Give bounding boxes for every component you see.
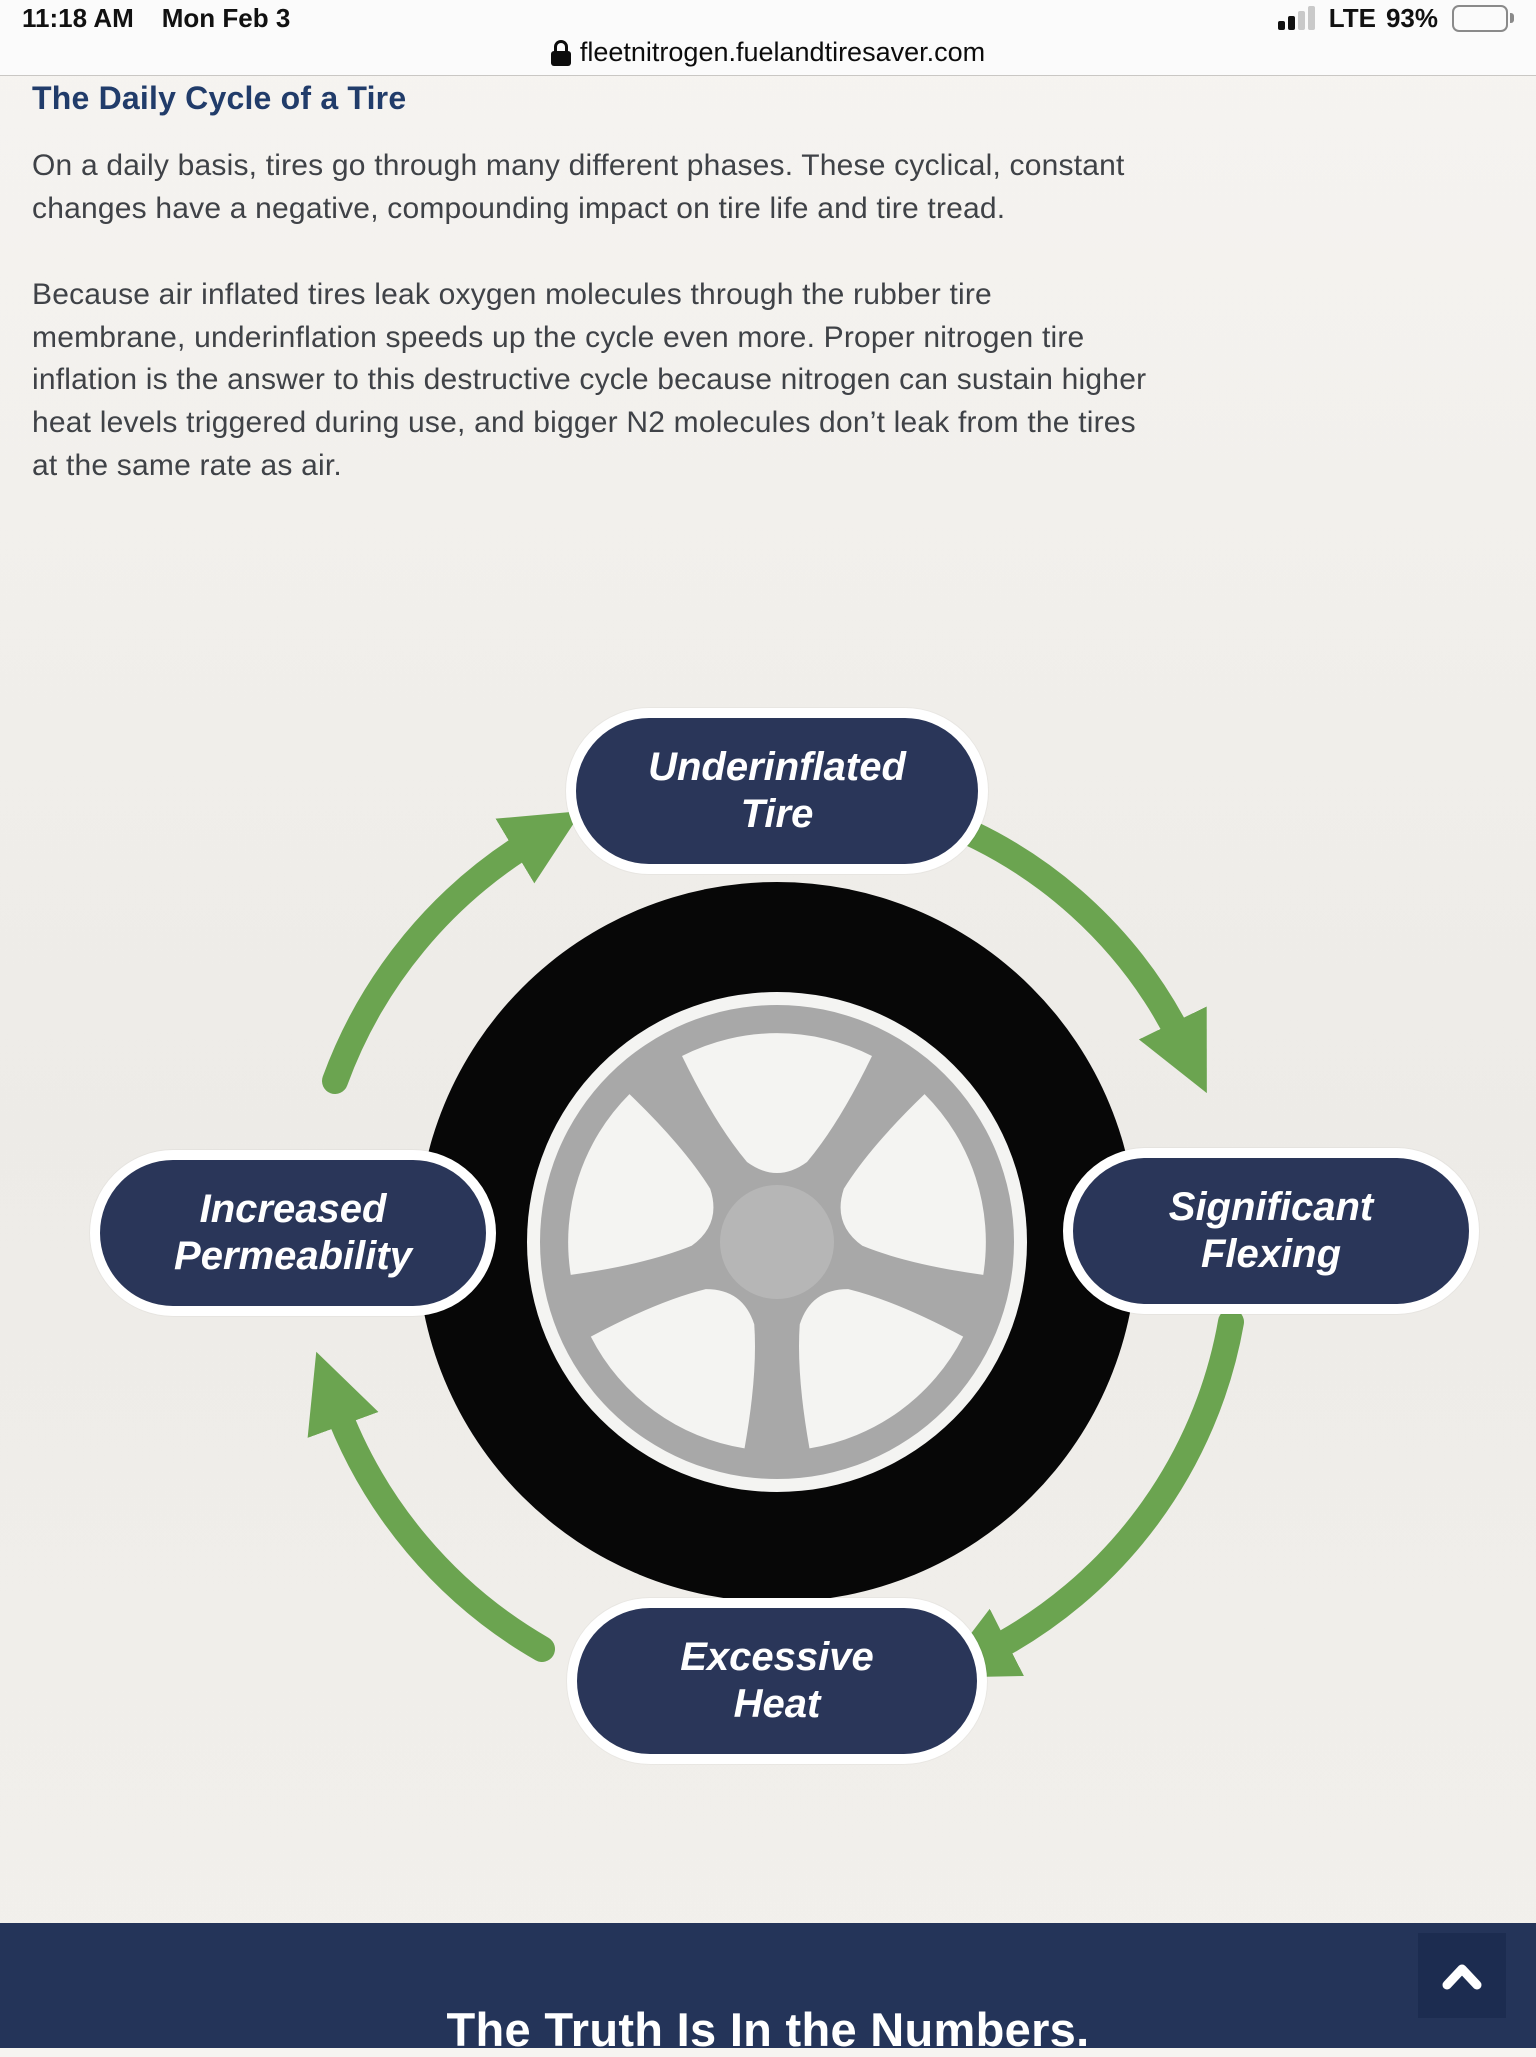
battery-icon [1452, 4, 1514, 32]
node-label-line1: Increased [199, 1187, 387, 1232]
arrow-bottom-to-left [307, 1351, 555, 1662]
node-label-line2: Heat [733, 1682, 821, 1726]
node-label-line1: Excessive [680, 1635, 874, 1680]
browser-chrome: 11:18 AM Mon Feb 3 LTE 93% fleetnitrogen… [0, 0, 1536, 76]
address-bar[interactable]: fleetnitrogen.fuelandtiresaver.com [0, 30, 1536, 75]
chevron-up-icon [1442, 1964, 1482, 1989]
wheel-spoke-cutouts [568, 1033, 986, 1449]
battery-percent: 93% [1385, 2, 1438, 33]
footer-heading: The Truth Is In the Numbers. [446, 2003, 1090, 2056]
status-bar: 11:18 AM Mon Feb 3 LTE 93% [0, 0, 1536, 33]
url-text: fleetnitrogen.fuelandtiresaver.com [579, 37, 986, 67]
arrow-right-to-bottom [937, 1309, 1244, 1678]
paragraph-2: Because air inflated tires leak oxygen m… [32, 278, 1147, 482]
node-label-line1: Significant [1168, 1185, 1374, 1230]
cycle-node-underinflated-tire: Underinflated Tire [566, 708, 988, 874]
status-date: Mon Feb 3 [161, 2, 291, 33]
node-label-line2: Flexing [1200, 1232, 1342, 1276]
cycle-node-increased-permeability: Increased Permeability [90, 1150, 496, 1316]
article: The Daily Cycle of a Tire On a daily bas… [32, 80, 1172, 531]
wheel-hub [720, 1185, 834, 1299]
footer-band: The Truth Is In the Numbers. [0, 1923, 1536, 2056]
paragraph-1: On a daily basis, tires go through many … [32, 149, 1125, 225]
tire-wheel-graphic [417, 882, 1137, 1602]
scroll-to-top-button[interactable] [1418, 1933, 1506, 2018]
node-label-line2: Permeability [174, 1234, 412, 1278]
network-type: LTE [1328, 2, 1376, 33]
page-title: The Daily Cycle of a Tire [32, 80, 407, 116]
cycle-node-excessive-heat: Excessive Heat [567, 1598, 987, 1764]
cycle-node-significant-flexing: Significant Flexing [1063, 1148, 1479, 1314]
status-time: 11:18 AM [22, 2, 134, 33]
lock-icon [550, 39, 571, 66]
node-label-line2: Tire [740, 792, 814, 836]
cellular-signal-icon [1277, 6, 1315, 30]
arrow-left-to-top [322, 810, 582, 1094]
node-label-line1: Underinflated [648, 745, 906, 790]
